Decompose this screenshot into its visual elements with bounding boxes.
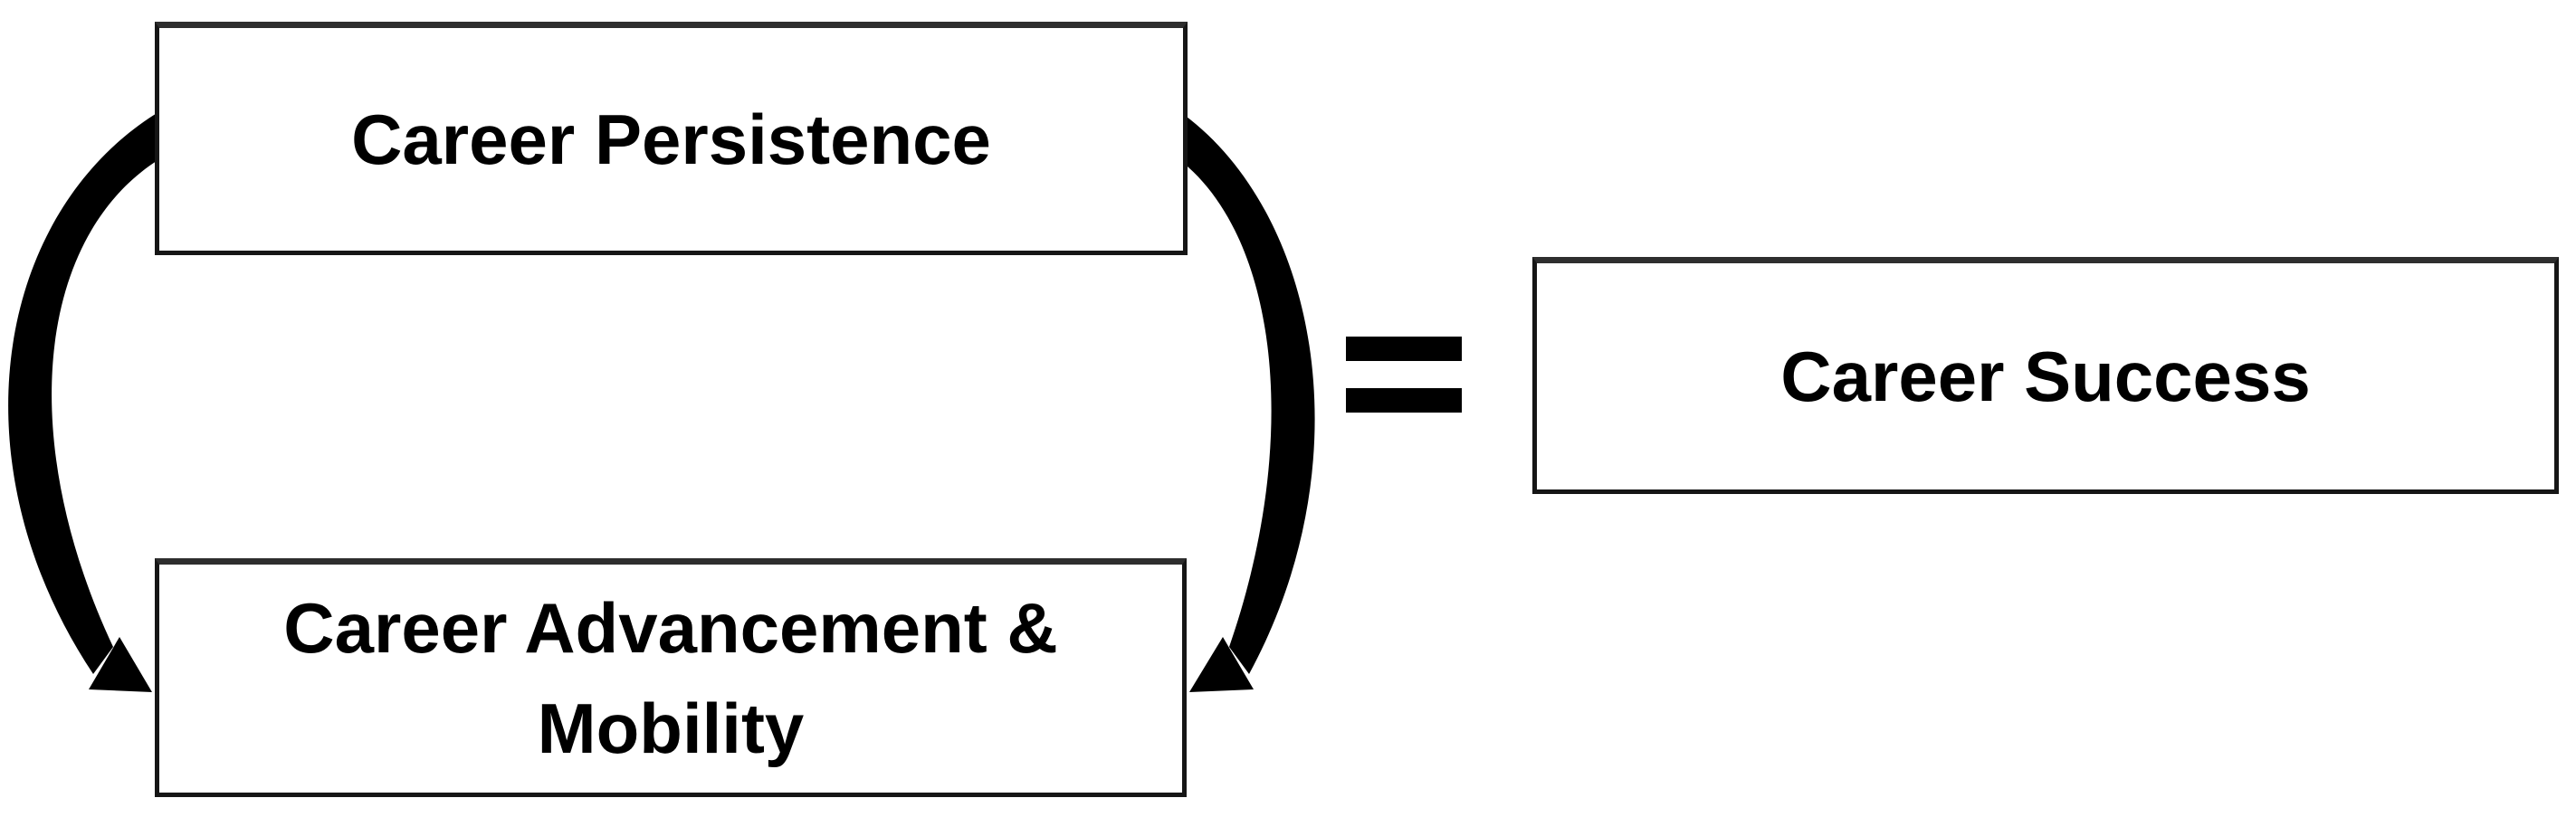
career-success-label: Career Success — [1780, 336, 2311, 416]
career-advancement-line-2: Mobility — [537, 689, 805, 768]
curved-arrow-left-icon — [8, 100, 181, 692]
career-persistence-label: Career Persistence — [351, 99, 991, 179]
career-advancement-line-1: Career Advancement & — [283, 588, 1058, 669]
equals-top-bar — [1346, 337, 1462, 361]
equals-icon: = — [1346, 337, 1462, 413]
curved-arrow-left-body — [8, 100, 181, 674]
equals-bottom-bar — [1346, 388, 1462, 413]
curved-arrow-right-head — [1189, 637, 1254, 692]
curved-arrow-left-head — [89, 637, 152, 692]
career-success-box: Career Success — [1532, 257, 2559, 494]
curved-arrow-right-icon — [1161, 100, 1315, 692]
curved-arrow-right-body — [1161, 100, 1315, 674]
career-advancement-mobility-box: Career Advancement & Mobility — [155, 558, 1187, 797]
career-advancement-mobility-label: Career Advancement & Mobility — [283, 578, 1057, 779]
career-persistence-box: Career Persistence — [155, 22, 1188, 255]
